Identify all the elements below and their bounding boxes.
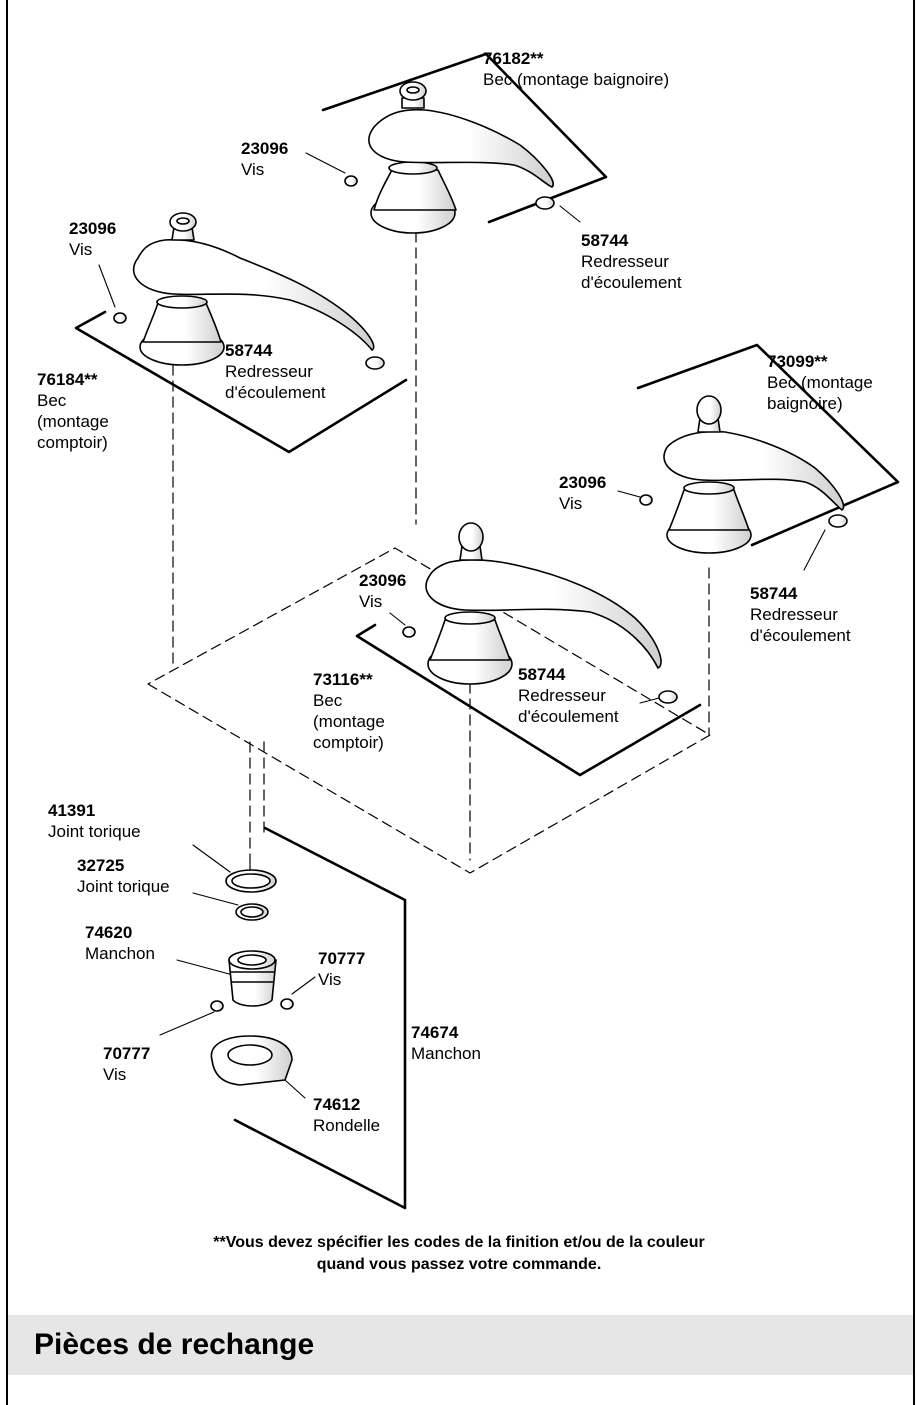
part-number: 41391: [48, 801, 96, 820]
spout-76184-drawing: [113, 212, 385, 370]
spout-76182-drawing: [344, 81, 555, 234]
part-description: d'écoulement: [581, 273, 682, 292]
part-description: Vis: [359, 592, 383, 611]
part-description: Redresseur: [750, 605, 838, 624]
label-74620: 74620 Manchon: [85, 922, 155, 964]
label-76184: 76184** Bec (montage comptoir): [37, 369, 109, 453]
part-number: 74612: [313, 1095, 361, 1114]
part-number: 58744: [225, 341, 273, 360]
label-73099: 73099** Bec (montage baignoire): [767, 351, 873, 414]
label-70777-b: 70777 Vis: [103, 1043, 150, 1085]
part-description: Redresseur: [581, 252, 669, 271]
label-23096-c: 23096 Vis: [559, 472, 606, 514]
part-description: d'écoulement: [225, 383, 326, 402]
part-number: 23096: [559, 473, 607, 492]
label-76182: 76182** Bec (montage baignoire): [483, 48, 669, 90]
dashed-assembly-lines: [147, 231, 711, 876]
part-number: 73099**: [767, 352, 828, 371]
mounting-surfaces: [74, 52, 900, 1210]
part-description: Vis: [69, 240, 93, 259]
label-23096-b: 23096 Vis: [69, 218, 116, 260]
part-description: Joint torique: [48, 822, 141, 841]
part-description: (montage: [37, 412, 109, 431]
label-70777-a: 70777 Vis: [318, 948, 365, 990]
part-number: 32725: [77, 856, 125, 875]
part-number: 74674: [411, 1023, 459, 1042]
part-description: Rondelle: [313, 1116, 381, 1135]
part-description: Bec: [37, 391, 67, 410]
label-58744-d: 58744 Redresseur d'écoulement: [518, 664, 619, 727]
label-41391: 41391 Joint torique: [48, 800, 141, 842]
part-description: Bec (montage baignoire): [483, 70, 670, 89]
part-number: 70777: [103, 1044, 151, 1063]
label-23096-d: 23096 Vis: [359, 570, 406, 612]
part-number: 74620: [85, 923, 133, 942]
part-description: Bec (montage: [767, 373, 873, 392]
label-58744-b: 58744 Redresseur d'écoulement: [225, 340, 326, 403]
label-74612: 74612 Rondelle: [313, 1094, 380, 1136]
part-description: comptoir): [313, 733, 384, 752]
part-number: 70777: [318, 949, 366, 968]
part-description: Bec: [313, 691, 343, 710]
part-description: Manchon: [85, 944, 155, 963]
label-58744-c: 58744 Redresseur d'écoulement: [750, 583, 851, 646]
part-number: 58744: [581, 231, 629, 250]
spout-73099-drawing: [639, 395, 848, 554]
part-description: d'écoulement: [750, 626, 851, 645]
footnote-line: quand vous passez votre commande.: [316, 1256, 602, 1273]
section-header-band: [8, 1315, 913, 1375]
label-73116: 73116** Bec (montage comptoir): [313, 669, 385, 753]
part-description: comptoir): [37, 433, 108, 452]
part-number: 76182**: [483, 49, 544, 68]
label-23096-a: 23096 Vis: [241, 138, 288, 180]
sleeve-assembly-drawing: [210, 869, 294, 1086]
part-number: 76184**: [37, 370, 98, 389]
part-number: 23096: [69, 219, 117, 238]
footnote-line: **Vous devez spécifier les codes de la f…: [213, 1234, 705, 1251]
part-number: 58744: [518, 665, 566, 684]
part-description: baignoire): [767, 394, 843, 413]
page-border: [6, 0, 915, 1405]
leader-lines: [98, 152, 826, 1099]
part-description: Joint torique: [77, 877, 170, 896]
ordering-footnote: **Vous devez spécifier les codes de la f…: [60, 1232, 858, 1276]
part-number: 73116**: [313, 670, 373, 689]
part-description: Redresseur: [518, 686, 606, 705]
part-number: 58744: [750, 584, 798, 603]
spout-73116-drawing: [402, 522, 678, 704]
part-description: Vis: [559, 494, 583, 513]
part-description: Manchon: [411, 1044, 481, 1063]
part-description: Redresseur: [225, 362, 313, 381]
part-description: Vis: [318, 970, 342, 989]
part-description: Vis: [241, 160, 265, 179]
part-description: Vis: [103, 1065, 127, 1084]
label-58744-a: 58744 Redresseur d'écoulement: [581, 230, 682, 293]
label-74674: 74674 Manchon: [411, 1022, 481, 1064]
label-32725: 32725 Joint torique: [77, 855, 170, 897]
part-description: d'écoulement: [518, 707, 619, 726]
part-number: 23096: [241, 139, 289, 158]
part-number: 23096: [359, 571, 407, 590]
part-description: (montage: [313, 712, 385, 731]
section-title: Pièces de rechange: [34, 1328, 315, 1361]
